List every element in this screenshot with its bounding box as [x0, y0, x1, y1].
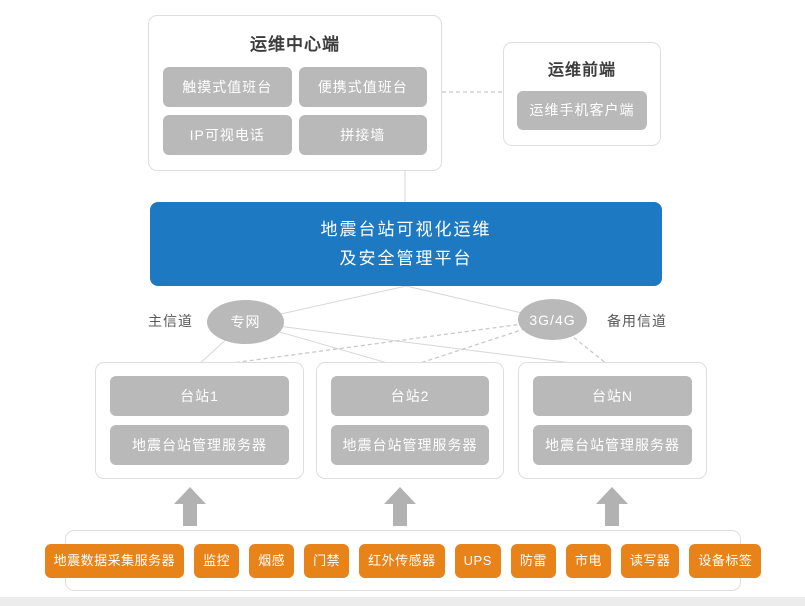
station-n-box: 台站N 地震台站管理服务器 — [518, 362, 707, 479]
arrow-up-icon — [174, 487, 206, 526]
station-n-name: 台站N — [533, 376, 692, 416]
connector-3g4g-stationN-dashed — [551, 319, 613, 369]
device-access-control: 门禁 — [304, 543, 350, 578]
ops-center-box: 运维中心端 触摸式值班台 便携式值班台 IP可视电话 拼接墙 — [148, 15, 442, 171]
backup-channel-label: 备用信道 — [607, 313, 667, 329]
device-bus-box: 地震数据采集服务器 监控 烟感 门禁 红外传感器 UPS 防雷 市电 读写器 设… — [44, 530, 762, 591]
connector-private-net-stationN — [244, 321, 613, 369]
arrow-up-icon — [384, 487, 416, 526]
station-1-box: 台站1 地震台站管理服务器 — [95, 362, 304, 479]
node-portable-duty-desk: 便携式值班台 — [298, 67, 427, 107]
connector-3g4g-station2-dashed — [404, 319, 553, 369]
platform-title-line1: 地震台站可视化运维 — [320, 220, 492, 239]
ops-center-title: 运维中心端 — [250, 35, 340, 54]
ops-center-items: 触摸式值班台 便携式值班台 IP可视电话 拼接墙 — [149, 67, 441, 155]
platform-title-line2: 及安全管理平台 — [339, 249, 473, 268]
station-1-name: 台站1 — [110, 376, 289, 416]
private-network-node: 专网 — [207, 300, 284, 344]
device-rfid-reader: 读写器 — [620, 543, 680, 578]
station-2-server: 地震台站管理服务器 — [331, 425, 489, 465]
device-seismic-acquisition-server: 地震数据采集服务器 — [44, 543, 185, 578]
page-bottom-strip — [0, 597, 805, 606]
primary-channel-label: 主信道 — [148, 313, 193, 329]
ops-frontend-title: 运维前端 — [547, 62, 616, 79]
device-lightning-protection: 防雷 — [510, 543, 556, 578]
platform-banner: 地震台站可视化运维 及安全管理平台 — [150, 202, 662, 286]
node-ip-video-phone: IP可视电话 — [163, 115, 292, 155]
device-monitoring: 监控 — [194, 543, 240, 578]
station-2-name: 台站2 — [331, 376, 489, 416]
node-mobile-client: 运维手机客户端 — [517, 91, 647, 130]
device-equipment-tag: 设备标签 — [689, 543, 762, 578]
station-2-box: 台站2 地震台站管理服务器 — [316, 362, 504, 479]
node-video-wall: 拼接墙 — [298, 115, 427, 155]
arrow-up-icon — [596, 487, 628, 526]
device-mains-power: 市电 — [565, 543, 611, 578]
ops-frontend-box: 运维前端 运维手机客户端 — [503, 42, 661, 146]
device-ups: UPS — [454, 543, 501, 578]
station-n-server: 地震台站管理服务器 — [533, 425, 692, 465]
station-1-server: 地震台站管理服务器 — [110, 425, 289, 465]
device-infrared-sensor: 红外传感器 — [359, 543, 445, 578]
device-smoke-sensor: 烟感 — [249, 543, 295, 578]
node-touch-duty-desk: 触摸式值班台 — [163, 67, 292, 107]
3g4g-network-node: 3G/4G — [518, 299, 587, 340]
